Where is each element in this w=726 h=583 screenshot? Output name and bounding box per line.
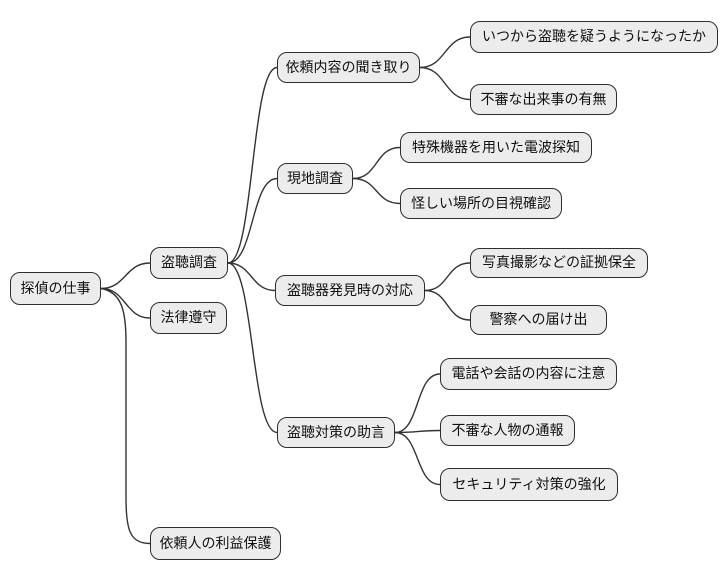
node-kikitori: 依頼内容の聞き取り bbox=[277, 52, 420, 83]
edge-tochou-jogen bbox=[227, 262, 278, 434]
node-label: 写真撮影などの証拠保全 bbox=[482, 255, 636, 271]
edge-kikitori-fushin-dekigoto bbox=[419, 66, 471, 101]
edge-jogen-security bbox=[394, 431, 441, 486]
node-fushin-dekigoto: 不審な出来事の有無 bbox=[470, 84, 617, 115]
node-label: 盗聴調査 bbox=[161, 255, 217, 271]
node-tochou-chousa: 盗聴調査 bbox=[150, 247, 228, 279]
edge-tochou-kikitori bbox=[227, 66, 278, 264]
node-fushin-jinbutsu: 不審な人物の通報 bbox=[440, 415, 575, 446]
edge-kikitori-itsukara bbox=[419, 36, 471, 69]
node-label: 電話や会話の内容に注意 bbox=[451, 366, 606, 382]
edge-hakken-shashin bbox=[424, 262, 471, 292]
node-label: セキュリティ対策の強化 bbox=[452, 476, 606, 493]
node-label: いつから盗聴を疑うようになったか bbox=[482, 29, 706, 45]
edge-jogen-denwa bbox=[394, 373, 441, 434]
edge-root-houritsu bbox=[100, 287, 151, 319]
edge-jogen-fushin-jinbutsu bbox=[394, 429, 441, 434]
edge-tochou-genchi bbox=[227, 177, 278, 264]
node-taisaku-jogen: 盗聴対策の助言 bbox=[277, 417, 395, 448]
node-label: 特殊機器を用いた電波探知 bbox=[412, 139, 580, 156]
edge-genchi-ayashii bbox=[352, 177, 401, 205]
edge-genchi-tokushu bbox=[352, 146, 401, 180]
edge-root-tochou-chousa bbox=[100, 262, 151, 290]
node-label: 怪しい場所の目視確認 bbox=[411, 195, 551, 212]
node-shashin-satsuei: 写真撮影などの証拠保全 bbox=[470, 248, 648, 278]
node-houritsu: 法律遵守 bbox=[150, 302, 227, 334]
node-tokushu-kiki: 特殊機器を用いた電波探知 bbox=[400, 132, 592, 163]
node-label: 依頼人の利益保護 bbox=[159, 535, 272, 552]
node-keisatsu: 警察への届け出 bbox=[470, 305, 607, 335]
node-denwa-kaiwa: 電話や会話の内容に注意 bbox=[440, 358, 617, 390]
node-rieki-hogo: 依頼人の利益保護 bbox=[150, 527, 281, 560]
node-label: 不審な人物の通報 bbox=[451, 422, 564, 439]
edge-tochou-hakken bbox=[227, 262, 276, 292]
node-hakken-taiou: 盗聴器発見時の対応 bbox=[275, 275, 425, 306]
edge-root-rieki-hogo bbox=[100, 287, 151, 545]
node-root: 探偵の仕事 bbox=[10, 272, 101, 305]
node-label: 依頼内容の聞き取り bbox=[285, 59, 412, 76]
node-ayashii-basho: 怪しい場所の目視確認 bbox=[400, 188, 562, 219]
node-genchi-chousa: 現地調査 bbox=[277, 163, 353, 194]
node-label: 現地調査 bbox=[287, 170, 343, 187]
node-label: 法律遵守 bbox=[160, 310, 217, 326]
node-label: 探偵の仕事 bbox=[20, 280, 91, 297]
node-label: 盗聴器発見時の対応 bbox=[287, 282, 413, 299]
node-security-kyouka: セキュリティ対策の強化 bbox=[440, 468, 618, 501]
node-label: 不審な出来事の有無 bbox=[480, 91, 607, 108]
edge-hakken-keisatsu bbox=[424, 289, 471, 321]
node-label: 盗聴対策の助言 bbox=[287, 424, 385, 441]
node-label: 警察への届け出 bbox=[489, 312, 588, 328]
node-itsukara: いつから盗聴を疑うようになったか bbox=[470, 21, 718, 53]
